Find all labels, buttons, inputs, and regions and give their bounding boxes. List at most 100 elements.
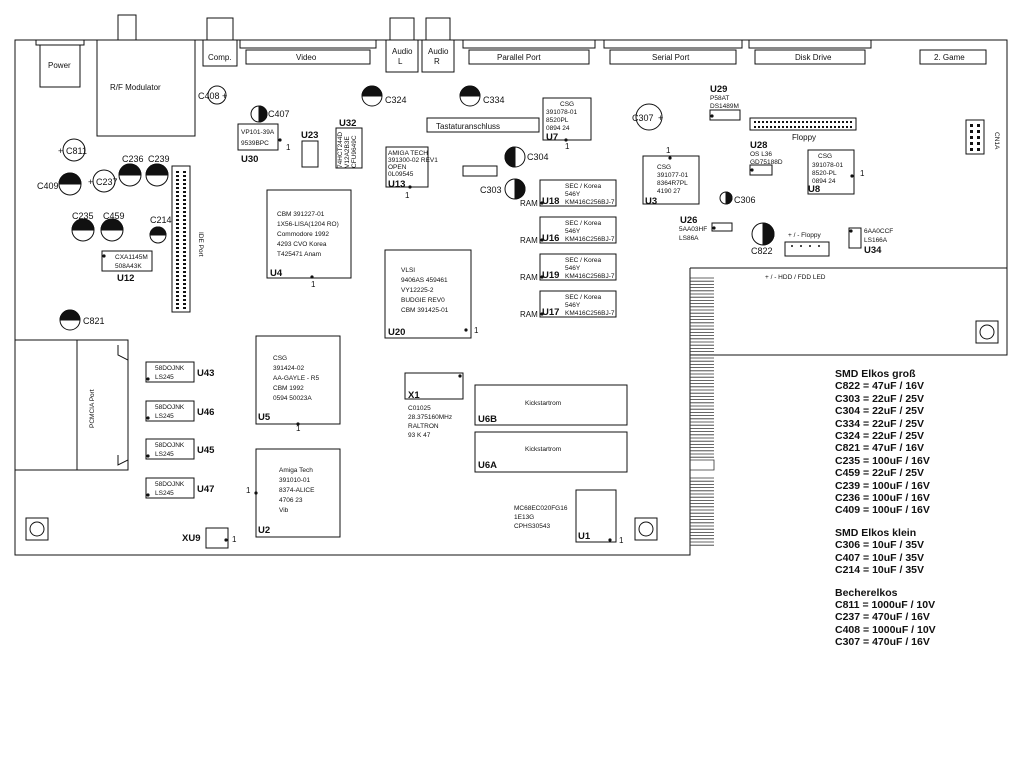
video-connector (245, 49, 371, 65)
pin-1-dot (102, 254, 106, 258)
ide-pin (183, 175, 186, 177)
ide-pin (176, 223, 179, 225)
ide-pin (183, 191, 186, 193)
floppy-pin (762, 126, 764, 128)
u32-ref: U32 (339, 118, 356, 129)
ram-line2: 546Y (565, 265, 581, 272)
rf-label: R/F Modulator (110, 83, 161, 92)
pcmcia-label: PCMCIA Port (89, 389, 96, 428)
u20-line4: BUDGIE REV0 (401, 297, 445, 304)
floppy-pin (810, 121, 812, 123)
serial-label: Serial Port (652, 53, 690, 62)
ide-pin (176, 259, 179, 261)
buffer-line1: 58DOJNK (155, 365, 185, 372)
xu9-ref: XU9 (182, 533, 200, 544)
legend-row: C236 = 100uF / 16V (835, 492, 930, 505)
u32-line2: V12A2B3E (344, 136, 351, 168)
mount-hole (25, 517, 49, 541)
ide-pin (176, 287, 179, 289)
legend-row: C214 = 10uF / 35V (835, 564, 925, 577)
floppy-header (749, 117, 857, 131)
ide-pin (176, 275, 179, 277)
edge-notch (690, 459, 715, 471)
capacitor-c811 (62, 138, 86, 162)
u8-line3: 8520-PL (812, 170, 837, 177)
u4-line1: CBM 391227-01 (277, 211, 325, 218)
u12-line2: 508A43K (115, 263, 142, 270)
ide-pin (183, 223, 186, 225)
u13-pin: 1 (405, 191, 410, 200)
ide-pin (176, 207, 179, 209)
legend-heading-smd-large: SMD Elkos groß (835, 368, 916, 380)
floppy-pin (834, 121, 836, 123)
ide-pin (176, 215, 179, 217)
ide-pin (183, 219, 186, 221)
ide-pin (176, 227, 179, 229)
capacitor-c304 (504, 146, 526, 168)
audio-r-connector (421, 39, 455, 73)
ram-line3: KM416C256BJ-7 (565, 310, 615, 317)
u7-pin: 1 (565, 142, 570, 151)
floppy-pin (846, 121, 848, 123)
floppy-pin (774, 121, 776, 123)
ide-pin (183, 267, 186, 269)
u26-line2: LS86A (679, 235, 699, 242)
floppy-pin (754, 126, 756, 128)
u7-line4: 0894 24 (546, 125, 570, 132)
ide-pin (176, 291, 179, 293)
chip-u6b (474, 384, 628, 426)
disk-drive-port (754, 49, 866, 65)
u20-line3: VY12225-2 (401, 287, 434, 294)
chip-u47 (145, 477, 195, 499)
pin-1-dot (750, 168, 754, 172)
cap-label-c303: C303 (480, 185, 502, 195)
cap-plus: + (58, 146, 63, 156)
mount-hole (634, 517, 658, 541)
ram-ref: U16 (542, 233, 559, 244)
u28-line2: GD75188D (750, 159, 783, 166)
floppy-pin (850, 121, 852, 123)
floppy-pin (802, 121, 804, 123)
u1-line2: 1E13G (514, 514, 534, 521)
floppy-pin (766, 121, 768, 123)
ide-port-pins (176, 171, 186, 309)
legend-row: C811 = 1000uF / 10V (835, 598, 936, 611)
chip-u45 (145, 438, 195, 460)
pin-1-dot (564, 138, 568, 142)
cn1a-pin (977, 142, 980, 145)
pin-1-dot (712, 226, 716, 230)
u29-line2: DS1489M (710, 103, 739, 110)
floppy-pin (798, 126, 800, 128)
floppy-pin (818, 121, 820, 123)
ide-pin (183, 287, 186, 289)
u13-ref: U13 (388, 179, 405, 190)
floppy-power-label: + / - Floppy (788, 232, 821, 239)
chip-u6a (474, 431, 628, 473)
floppy-pin (822, 126, 824, 128)
u7-line3: 8520PL (546, 117, 569, 124)
legend-row: C409 = 100uF / 16V (835, 504, 930, 517)
floppy-pin (770, 121, 772, 123)
part-5aa (462, 165, 498, 177)
floppy-pin (846, 126, 848, 128)
ide-pin (176, 171, 179, 173)
legend-row: C306 = 10uF / 35V (835, 539, 925, 552)
buffer-line2: LS245 (155, 413, 174, 420)
u26-line1: 5AA03HF (679, 226, 707, 233)
pcmcia-port (14, 339, 129, 471)
game-label: 2. Game (934, 53, 965, 62)
ide-pin (176, 263, 179, 265)
capacitor-c324 (361, 85, 383, 107)
buffer-ref: U46 (197, 407, 214, 418)
cap-plus: + (88, 177, 93, 187)
pin-1-dot (608, 538, 612, 542)
legend-row: C324 = 22uF / 25V (835, 430, 925, 443)
pin-1-dot (668, 156, 672, 160)
capacitor-c408 (207, 85, 227, 105)
ide-pin (176, 255, 179, 257)
chip-u18 (539, 179, 617, 207)
comp-label: Comp. (208, 53, 232, 62)
ide-pin (176, 187, 179, 189)
capacitor-c459 (100, 218, 124, 242)
legend-row: C307 = 470uF / 16V (835, 636, 930, 649)
